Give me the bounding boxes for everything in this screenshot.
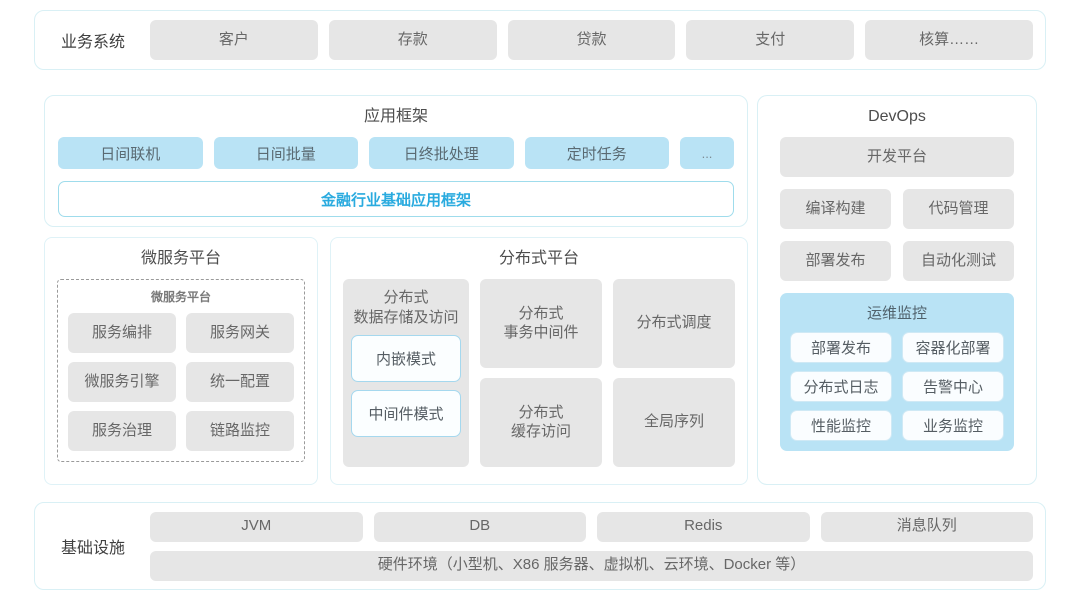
ops-monitor-item-3[interactable]: 告警中心 xyxy=(902,371,1004,402)
distributed-cell-0[interactable]: 分布式 事务中间件 xyxy=(480,279,602,368)
distributed-platform-body: 分布式 数据存储及访问 内嵌模式 中间件模式 分布式 事务中间件 分布式调度 xyxy=(331,279,747,479)
distributed-cell-2-line2: 缓存访问 xyxy=(510,422,571,440)
distributed-storage-title-line1: 分布式 xyxy=(383,289,429,306)
app-framework-title: 应用框架 xyxy=(363,108,428,125)
infrastructure-item-1[interactable]: DB xyxy=(373,511,586,542)
infrastructure-panel: 基础设施 JVM DB Redis 消息队列 硬件环境（小型机、X86 服务器、… xyxy=(34,502,1046,590)
infrastructure-label: 基础设施 xyxy=(60,540,125,557)
app-framework-chip-1[interactable]: 日间批量 xyxy=(213,137,358,169)
devops-item-3[interactable]: 自动化测试 xyxy=(903,241,1014,281)
distributed-storage-title: 分布式 数据存储及访问 xyxy=(351,288,461,335)
app-framework-panel: 应用框架 日间联机 日间批量 日终批处理 定时任务 ... 金融行业基础应用框架 xyxy=(44,95,748,227)
app-framework-chip-2[interactable]: 日终批处理 xyxy=(369,137,514,169)
devops-item-1[interactable]: 代码管理 xyxy=(903,189,1014,229)
microservice-platform-title: 微服务平台 xyxy=(140,250,221,267)
distributed-storage-mode-1[interactable]: 中间件模式 xyxy=(351,390,461,437)
infrastructure-hardware-row: 硬件环境（小型机、X86 服务器、虚拟机、云环境、Docker 等） xyxy=(150,550,1033,581)
devops-item-0[interactable]: 编译构建 xyxy=(780,189,891,229)
ops-monitor-item-5[interactable]: 业务监控 xyxy=(902,410,1004,441)
distributed-storage-mode-0[interactable]: 内嵌模式 xyxy=(351,335,461,382)
distributed-cell-2-line1: 分布式 xyxy=(518,403,564,421)
microservice-item-0[interactable]: 服务编排 xyxy=(68,313,176,353)
infrastructure-item-3[interactable]: 消息队列 xyxy=(820,511,1033,542)
platform-left-column: 应用框架 日间联机 日间批量 日终批处理 定时任务 ... 金融行业基础应用框架… xyxy=(44,95,748,485)
business-system-item-3[interactable]: 支付 xyxy=(686,20,855,60)
app-framework-chip-0[interactable]: 日间联机 xyxy=(58,137,203,169)
microservice-platform-inner-title: 微服务平台 xyxy=(150,290,211,304)
distributed-cell-0-line1: 分布式 xyxy=(518,304,564,322)
ops-monitor-item-0[interactable]: 部署发布 xyxy=(790,332,892,363)
distributed-storage-title-line2: 数据存储及访问 xyxy=(353,308,459,326)
business-system-item-2[interactable]: 贷款 xyxy=(507,20,676,60)
microservice-item-3[interactable]: 统一配置 xyxy=(186,362,294,402)
app-framework-chip-row: 日间联机 日间批量 日终批处理 定时任务 ... xyxy=(45,137,747,169)
business-system-item-1[interactable]: 存款 xyxy=(328,20,497,60)
business-system-item-4[interactable]: 核算…… xyxy=(865,20,1033,60)
infrastructure-item-2[interactable]: Redis xyxy=(597,511,810,542)
ops-monitor-title: 运维监控 xyxy=(866,305,927,322)
distributed-platform-title: 分布式平台 xyxy=(498,250,579,267)
business-systems-panel: 业务系统 客户 存款 贷款 支付 核算…… xyxy=(34,10,1046,70)
microservice-item-1[interactable]: 服务网关 xyxy=(186,313,294,353)
microservice-platform-dashed-group: 微服务平台 服务编排 服务网关 微服务引擎 统一配置 服务治理 链路监控 xyxy=(57,279,305,462)
microservice-platform-panel: 微服务平台 微服务平台 服务编排 服务网关 微服务引擎 统一配置 服务治理 链路… xyxy=(44,237,318,485)
infrastructure-item-0[interactable]: JVM xyxy=(150,511,363,542)
devops-panel: DevOps 开发平台 编译构建 代码管理 部署发布 自动化测试 运维监控 部署… xyxy=(757,95,1037,485)
app-framework-chip-more[interactable]: ... xyxy=(680,137,734,169)
app-framework-chip-3[interactable]: 定时任务 xyxy=(524,137,669,169)
devops-item-2[interactable]: 部署发布 xyxy=(780,241,891,281)
distributed-cell-2[interactable]: 分布式 缓存访问 xyxy=(480,378,602,467)
business-system-item-0[interactable]: 客户 xyxy=(150,20,318,60)
microservice-item-5[interactable]: 链路监控 xyxy=(186,411,294,451)
infrastructure-items-row: JVM DB Redis 消息队列 xyxy=(150,511,1033,542)
infrastructure-content: JVM DB Redis 消息队列 硬件环境（小型机、X86 服务器、虚拟机、云… xyxy=(150,511,1033,581)
ops-monitor-item-1[interactable]: 容器化部署 xyxy=(902,332,1004,363)
distributed-cell-3[interactable]: 全局序列 xyxy=(613,378,735,467)
devops-body: 开发平台 编译构建 代码管理 部署发布 自动化测试 运维监控 部署发布 容器化部… xyxy=(768,137,1026,451)
distributed-storage-column[interactable]: 分布式 数据存储及访问 内嵌模式 中间件模式 xyxy=(343,279,469,467)
ops-monitor-grid: 部署发布 容器化部署 分布式日志 告警中心 性能监控 业务监控 xyxy=(790,332,1004,441)
distributed-cells-grid: 分布式 事务中间件 分布式调度 分布式 缓存访问 全局序列 xyxy=(480,279,735,467)
microservice-item-4[interactable]: 服务治理 xyxy=(68,411,176,451)
distributed-cell-0-line2: 事务中间件 xyxy=(503,323,579,341)
ops-monitor-item-4[interactable]: 性能监控 xyxy=(790,410,892,441)
distributed-platform-panel: 分布式平台 分布式 数据存储及访问 内嵌模式 中间件模式 分布式 事务中间件 xyxy=(330,237,748,485)
ops-monitor-item-2[interactable]: 分布式日志 xyxy=(790,371,892,402)
distributed-cell-1[interactable]: 分布式调度 xyxy=(613,279,735,368)
devops-title: DevOps xyxy=(868,108,926,125)
ops-monitor-group: 运维监控 部署发布 容器化部署 分布式日志 告警中心 性能监控 业务监控 xyxy=(780,293,1014,451)
app-framework-banner[interactable]: 金融行业基础应用框架 xyxy=(58,181,734,217)
microservice-item-2[interactable]: 微服务引擎 xyxy=(68,362,176,402)
devops-items-grid: 编译构建 代码管理 部署发布 自动化测试 xyxy=(780,189,1014,281)
business-systems-label: 业务系统 xyxy=(60,34,125,51)
infrastructure-hardware-chip[interactable]: 硬件环境（小型机、X86 服务器、虚拟机、云环境、Docker 等） xyxy=(150,550,1033,581)
devops-platform-chip[interactable]: 开发平台 xyxy=(780,137,1014,177)
microservice-platform-grid: 服务编排 服务网关 微服务引擎 统一配置 服务治理 链路监控 xyxy=(68,313,294,451)
